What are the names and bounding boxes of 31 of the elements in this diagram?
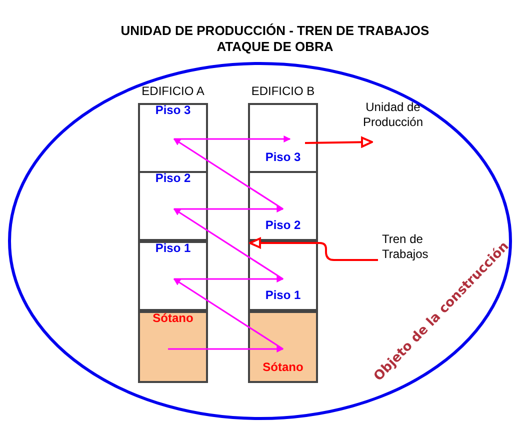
- diagram-title: UNIDAD DE PRODUCCIÓN - TREN DE TRABAJOS ATAQUE DE OBRA: [120, 23, 430, 55]
- flow-arrow: [168, 346, 284, 352]
- flow-arrow: [174, 206, 284, 212]
- basement-cell: [138, 311, 208, 383]
- floor-cell: [248, 241, 318, 311]
- floor-label: Sótano: [262, 361, 304, 376]
- flow-arrow: [174, 276, 284, 282]
- floor-label: Piso 2: [155, 172, 191, 184]
- flow-arrow: [173, 138, 284, 210]
- construction-ellipse: [8, 62, 512, 420]
- floor-label: Piso 3: [265, 151, 301, 166]
- floor-label: Piso 2: [265, 219, 301, 234]
- basement-cell: [248, 311, 318, 383]
- flow-arrow: [173, 208, 284, 280]
- floor-cell: [138, 171, 208, 241]
- callout-label: Unidad de Producción: [362, 100, 424, 130]
- flow-arrow: [173, 278, 284, 350]
- floor-cell: [138, 103, 208, 173]
- floor-label: Piso 1: [265, 289, 301, 304]
- floor-label: Piso 1: [155, 242, 191, 254]
- floor-cell: [248, 171, 318, 241]
- floor-cell: [138, 241, 208, 311]
- pointer-arrow: [249, 238, 378, 261]
- building-heading: EDIFICIO A: [142, 84, 204, 98]
- floor-cell: [248, 103, 318, 173]
- flow-arrow: [174, 136, 291, 142]
- building-heading: EDIFICIO B: [251, 84, 315, 98]
- callout-label: Tren de Trabajos: [381, 232, 430, 262]
- floor-label: Piso 3: [155, 104, 191, 116]
- pointer-arrow: [304, 136, 373, 148]
- floor-label: Sótano: [152, 312, 194, 324]
